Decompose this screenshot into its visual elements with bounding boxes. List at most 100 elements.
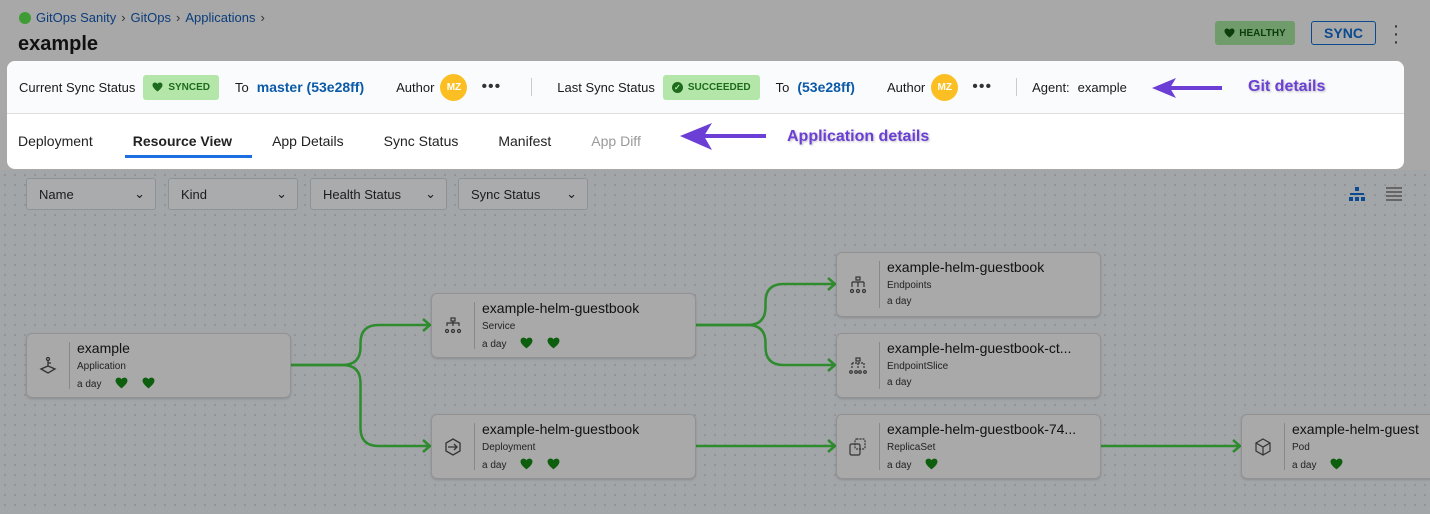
heart-icon <box>152 82 163 92</box>
heart-icon <box>142 377 155 392</box>
sync-button[interactable]: SYNC <box>1311 21 1376 45</box>
list-view-icon[interactable] <box>1386 187 1402 201</box>
application-icon <box>27 334 69 397</box>
edge <box>696 282 835 327</box>
node-name: example-helm-guestbook-74... <box>887 421 1077 437</box>
tree-view-icon[interactable] <box>1349 187 1365 203</box>
divider <box>69 342 70 389</box>
breadcrumb-item[interactable]: GitOps Sanity <box>36 10 117 25</box>
avatar: MZ <box>931 73 959 101</box>
arrowhead <box>422 439 432 453</box>
chevron-down-icon: ⌄ <box>566 186 577 201</box>
divider <box>879 261 880 308</box>
annotation-git-details: Git details <box>1248 78 1326 95</box>
node-kind: Service <box>482 321 516 332</box>
edge <box>291 323 430 367</box>
resource-node-endpointslice[interactable]: example-helm-guestbook-ct...EndpointSlic… <box>836 333 1101 398</box>
edge <box>291 363 430 448</box>
filter-health-status[interactable]: Health Status⌄ <box>310 178 447 210</box>
chevron-down-icon: ⌄ <box>425 186 436 201</box>
heart-icon <box>547 458 560 473</box>
divider <box>1284 423 1285 470</box>
node-age: a day <box>1292 460 1317 471</box>
node-kind: Deployment <box>482 442 536 453</box>
edge <box>696 323 835 367</box>
chevron-down-icon: ⌄ <box>276 186 287 201</box>
agent-value: example <box>1077 79 1127 95</box>
more-options-icon[interactable]: ··· <box>1392 15 1400 53</box>
node-age: a day <box>482 460 507 471</box>
succeeded-badge: ✓SUCCEEDED <box>662 74 760 100</box>
node-kind: Application <box>77 361 126 372</box>
heart-icon <box>1330 458 1343 473</box>
node-name: example-helm-guestbook <box>887 259 1045 275</box>
tab-resource-view[interactable]: Resource View <box>124 114 253 168</box>
annotation-application-details: Application details <box>787 128 930 145</box>
synced-badge: SYNCED <box>143 74 220 100</box>
endpoints-icon <box>837 253 879 316</box>
node-age: a day <box>482 339 507 350</box>
agent-label: Agent: <box>1032 79 1070 95</box>
breadcrumb: GitOps Sanity› GitOps› Applications› <box>19 10 265 25</box>
filter-kind[interactable]: Kind⌄ <box>168 178 298 210</box>
arrowhead <box>422 318 432 332</box>
node-name: example-helm-guestbook <box>482 421 640 437</box>
more-icon[interactable]: ••• <box>972 78 993 95</box>
heart-icon <box>520 337 533 352</box>
current-sync-label: Current Sync Status <box>19 79 136 95</box>
heart-icon <box>1224 28 1235 38</box>
gitops-logo-icon <box>19 11 31 24</box>
current-revision-link[interactable]: master (53e28ff) <box>256 79 365 95</box>
divider <box>879 423 880 470</box>
node-kind: ReplicaSet <box>887 442 936 453</box>
breadcrumb-item[interactable]: GitOps <box>130 10 172 25</box>
tab-manifest[interactable]: Manifest <box>498 133 552 149</box>
breadcrumb-item[interactable]: Applications <box>185 10 256 25</box>
node-kind: EndpointSlice <box>887 361 949 372</box>
author-label: Author <box>396 79 435 95</box>
arrow-annotation-icon <box>1152 78 1222 98</box>
graph-edges <box>291 277 1242 453</box>
more-icon[interactable]: ••• <box>481 78 502 95</box>
node-name: example <box>77 340 130 356</box>
resource-graph-canvas[interactable]: Name⌄ Kind⌄ Health Status⌄ Sync Status⌄ … <box>0 170 1430 514</box>
last-revision-link[interactable]: (53e28ff) <box>797 79 855 95</box>
divider <box>531 78 533 96</box>
arrowhead <box>827 277 837 291</box>
deployment-icon <box>432 415 474 478</box>
divider <box>1016 78 1018 96</box>
heart-icon <box>547 337 560 352</box>
heart-icon <box>520 458 533 473</box>
health-badge: HEALTHY <box>1215 21 1295 45</box>
node-name: example-helm-guestbook <box>482 300 640 316</box>
node-age: a day <box>887 296 912 307</box>
arrow-annotation-icon <box>680 123 766 150</box>
filter-name[interactable]: Name⌄ <box>26 178 156 210</box>
arrowhead <box>1232 439 1242 453</box>
check-circle-icon: ✓ <box>671 81 683 93</box>
heart-icon <box>925 458 938 473</box>
tab-app-details[interactable]: App Details <box>272 133 344 149</box>
arrowhead <box>827 358 837 372</box>
chevron-down-icon: ⌄ <box>134 186 145 201</box>
details-panel: Current Sync Status SYNCED To master (53… <box>7 61 1404 169</box>
node-kind: Endpoints <box>887 280 932 291</box>
node-age: a day <box>887 377 912 388</box>
filter-sync-status[interactable]: Sync Status⌄ <box>458 178 588 210</box>
divider <box>474 423 475 470</box>
tab-deployment[interactable]: Deployment <box>18 133 93 149</box>
arrowhead <box>827 439 837 453</box>
tab-app-diff[interactable]: App Diff <box>591 133 641 149</box>
node-age: a day <box>77 379 102 390</box>
tab-sync-status[interactable]: Sync Status <box>383 133 459 149</box>
endpointslice-icon <box>837 334 879 397</box>
page-title: example <box>18 33 99 55</box>
node-kind: Pod <box>1292 442 1310 453</box>
divider <box>879 342 880 389</box>
